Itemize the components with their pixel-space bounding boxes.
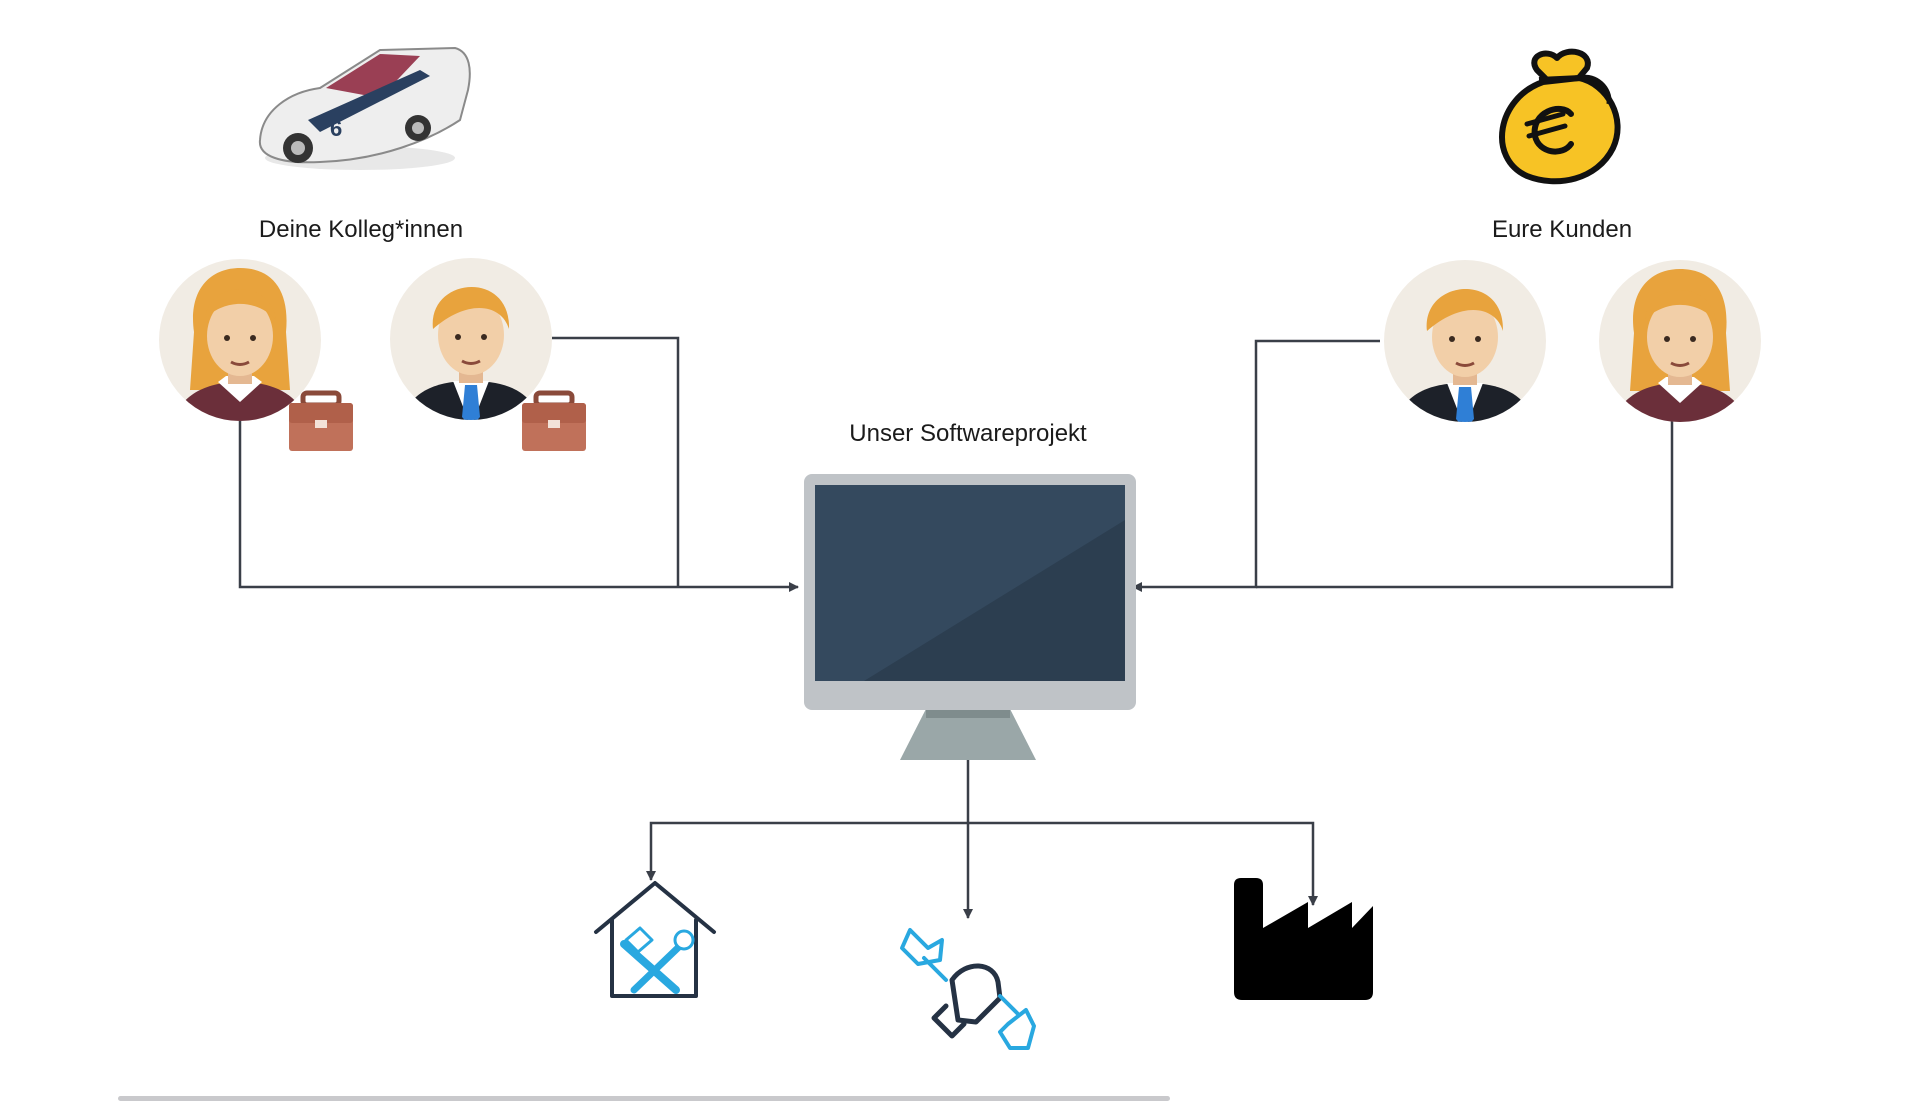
- connector-lines: [238, 336, 1674, 919]
- euro-money-bag-icon: [1499, 48, 1621, 185]
- connector-to-factory: [968, 821, 1318, 906]
- horizontal-scrollbar[interactable]: [118, 1096, 1170, 1101]
- svg-text:6: 6: [330, 116, 342, 141]
- project-label: Unser Softwareprojekt: [849, 420, 1087, 447]
- connector-female-customer: [1256, 420, 1674, 589]
- monitor-icon: [804, 474, 1136, 760]
- connector-female-colleague: [238, 420, 799, 592]
- connector-male-colleague: [552, 336, 680, 587]
- briefcase-icon: [289, 393, 353, 451]
- male-customer-avatar: [1384, 260, 1546, 431]
- connector-to-house: [646, 760, 970, 881]
- female-customer-avatar: [1599, 260, 1761, 431]
- race-car-icon: 6: [258, 46, 471, 170]
- connector-male-customer: [1132, 339, 1380, 592]
- colleagues-label: Deine Kolleg*innen: [258, 216, 464, 243]
- customers-label: Eure Kunden: [1491, 216, 1633, 243]
- house-tools-icon: [594, 881, 716, 998]
- briefcase-icon: [522, 393, 586, 451]
- factory-icon: [1234, 878, 1373, 1000]
- plug-wrench-icon: [900, 928, 1036, 1050]
